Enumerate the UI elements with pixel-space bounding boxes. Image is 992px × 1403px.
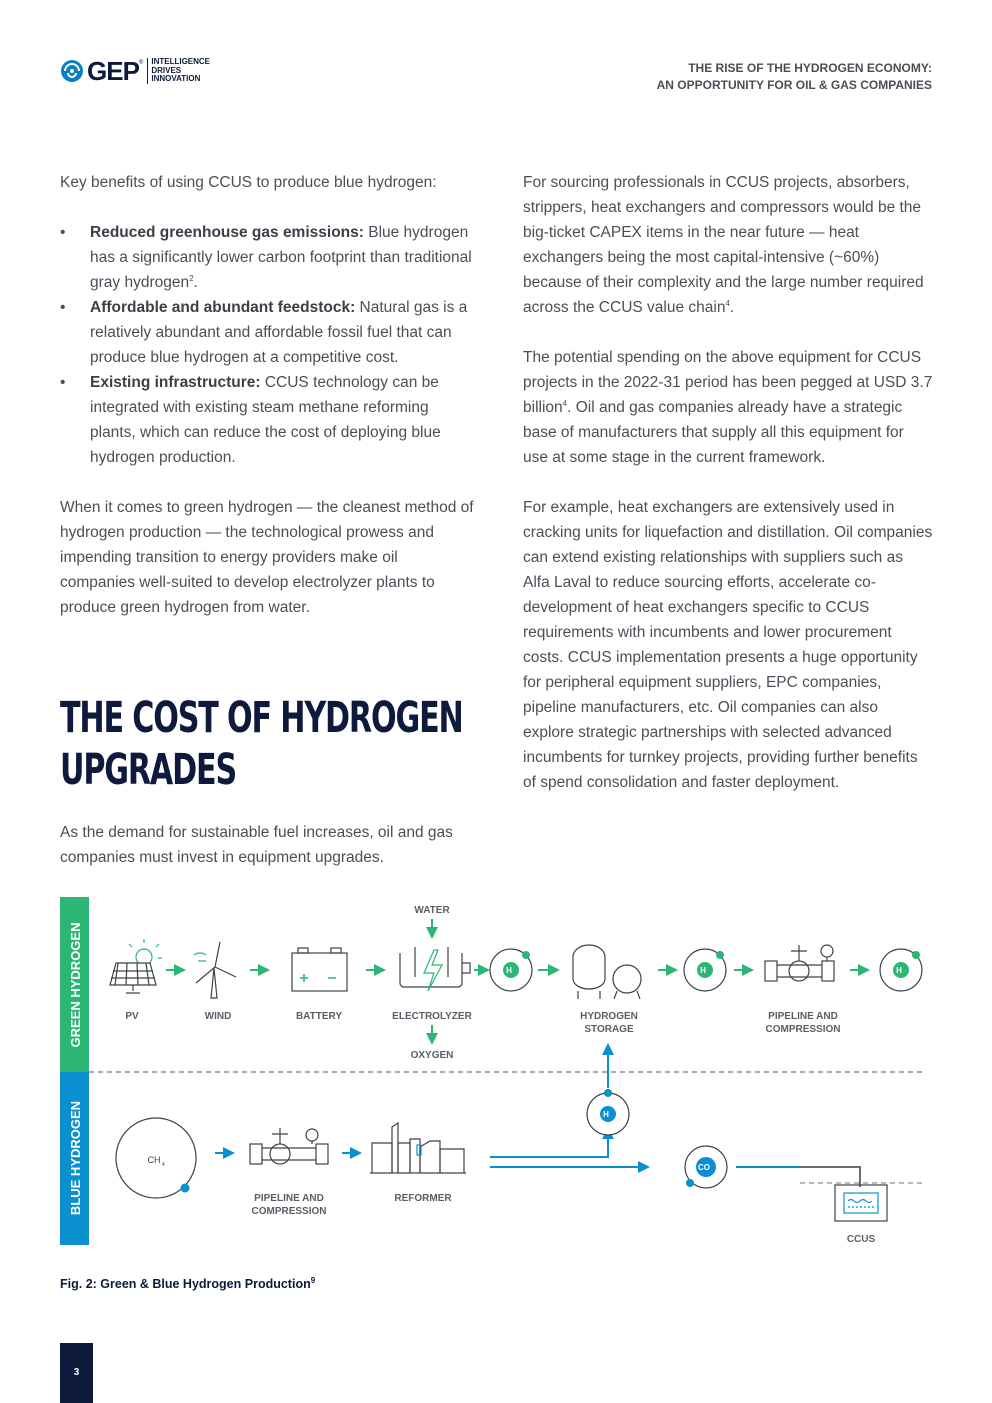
pipeline-compression-icon xyxy=(249,1128,329,1165)
svg-text:CO: CO xyxy=(698,1163,710,1172)
green-hydrogen-paragraph: When it comes to green hydrogen — the cl… xyxy=(60,499,474,616)
ccus-storage-icon xyxy=(834,1184,888,1222)
battery-icon xyxy=(291,947,348,992)
demand-paragraph: As the demand for sustainable fuel incre… xyxy=(60,824,453,866)
methane-molecule-icon: CH 4 xyxy=(115,1117,197,1199)
solar-panel-icon xyxy=(109,939,162,994)
figure-caption: Fig. 2: Green & Blue Hydrogen Production… xyxy=(60,1275,316,1291)
document-title-line-1: THE RISE OF THE HYDROGEN ECONOMY: xyxy=(688,61,932,75)
svg-text:H: H xyxy=(700,966,706,975)
left-column: Key benefits of using CCUS to produce bl… xyxy=(60,170,475,620)
benefits-intro: Key benefits of using CCUS to produce bl… xyxy=(60,174,437,191)
blue-hydrogen-band xyxy=(60,1072,89,1245)
hydrogen-molecule-icon: H xyxy=(586,1089,630,1136)
svg-text:H: H xyxy=(603,1110,609,1119)
electrolyzer-icon xyxy=(399,947,471,992)
hydrogen-molecule-icon: H xyxy=(489,948,533,992)
reformer-label: REFORMER xyxy=(394,1193,452,1204)
bullet-icon: • xyxy=(60,299,66,316)
pipeline-label-2: COMPRESSION xyxy=(251,1206,326,1217)
svg-text:4: 4 xyxy=(162,1162,165,1168)
wind-label: WIND xyxy=(205,1011,232,1022)
capex-paragraph: For sourcing professionals in CCUS proje… xyxy=(523,174,924,316)
hydrogen-storage-label-2: STORAGE xyxy=(584,1024,634,1035)
carbon-dioxide-molecule-icon: CO xyxy=(684,1145,728,1189)
svg-text:H: H xyxy=(896,966,902,975)
green-hydrogen-band xyxy=(60,897,89,1072)
water-label: WATER xyxy=(414,905,450,916)
heat-exchanger-paragraph: For example, heat exchangers are extensi… xyxy=(523,499,933,791)
ccus-label: CCUS xyxy=(847,1234,876,1245)
reformer-icon xyxy=(370,1121,466,1174)
list-item: •Existing infrastructure: CCUS technolog… xyxy=(60,370,475,470)
bullet-icon: • xyxy=(60,224,66,241)
svg-text:CH: CH xyxy=(148,1155,161,1165)
blue-hydrogen-label: BLUE HYDROGEN xyxy=(68,1101,83,1215)
hydrogen-storage-icon xyxy=(572,944,642,1000)
list-item: •Affordable and abundant feedstock: Natu… xyxy=(60,295,475,370)
wind-turbine-icon xyxy=(193,941,237,999)
pipeline-label-1: PIPELINE AND xyxy=(768,1011,838,1022)
pipeline-label-1: PIPELINE AND xyxy=(254,1193,324,1204)
green-hydrogen-label: GREEN HYDROGEN xyxy=(68,923,83,1048)
flow-reformer-h2 xyxy=(490,1127,614,1158)
trademark-symbol: ® xyxy=(138,60,144,66)
spending-paragraph: The potential spending on the above equi… xyxy=(523,349,933,466)
svg-text:H: H xyxy=(506,966,512,975)
pipe-to-ccus xyxy=(800,1166,861,1187)
hydrogen-storage-label-1: HYDROGEN xyxy=(580,1011,638,1022)
document-title-line-2: AN OPPORTUNITY FOR OIL & GAS COMPANIES xyxy=(656,78,932,92)
hydrogen-production-diagram: GREEN HYDROGEN BLUE HYDROGEN PV WIND BAT… xyxy=(60,895,935,1250)
document-title: THE RISE OF THE HYDROGEN ECONOMY: AN OPP… xyxy=(657,60,932,94)
oxygen-label: OXYGEN xyxy=(411,1050,454,1061)
bullet-icon: • xyxy=(60,374,66,391)
electrolyzer-label: ELECTROLYZER xyxy=(392,1011,472,1022)
logo-wordmark: GEP xyxy=(87,56,140,86)
right-column: For sourcing professionals in CCUS proje… xyxy=(523,170,933,795)
hydrogen-molecule-icon: H xyxy=(683,948,727,992)
section-heading: The cost of hydrogen upgrades xyxy=(60,693,464,795)
pv-label: PV xyxy=(125,1011,139,1022)
list-item: •Reduced greenhouse gas emissions: Blue … xyxy=(60,220,475,295)
benefits-list: •Reduced greenhouse gas emissions: Blue … xyxy=(60,220,475,470)
page-number: 3 xyxy=(60,1343,93,1403)
hydrogen-molecule-icon: H xyxy=(879,948,923,992)
pipeline-label-2: COMPRESSION xyxy=(765,1024,840,1035)
gep-logo: GEP ® INTELLIGENCE DRIVES INNOVATION xyxy=(60,58,210,84)
logo-tagline: INTELLIGENCE DRIVES INNOVATION xyxy=(147,58,210,84)
battery-label: BATTERY xyxy=(296,1011,342,1022)
gep-swirl-icon xyxy=(61,60,83,82)
pipeline-compression-icon xyxy=(764,944,835,982)
